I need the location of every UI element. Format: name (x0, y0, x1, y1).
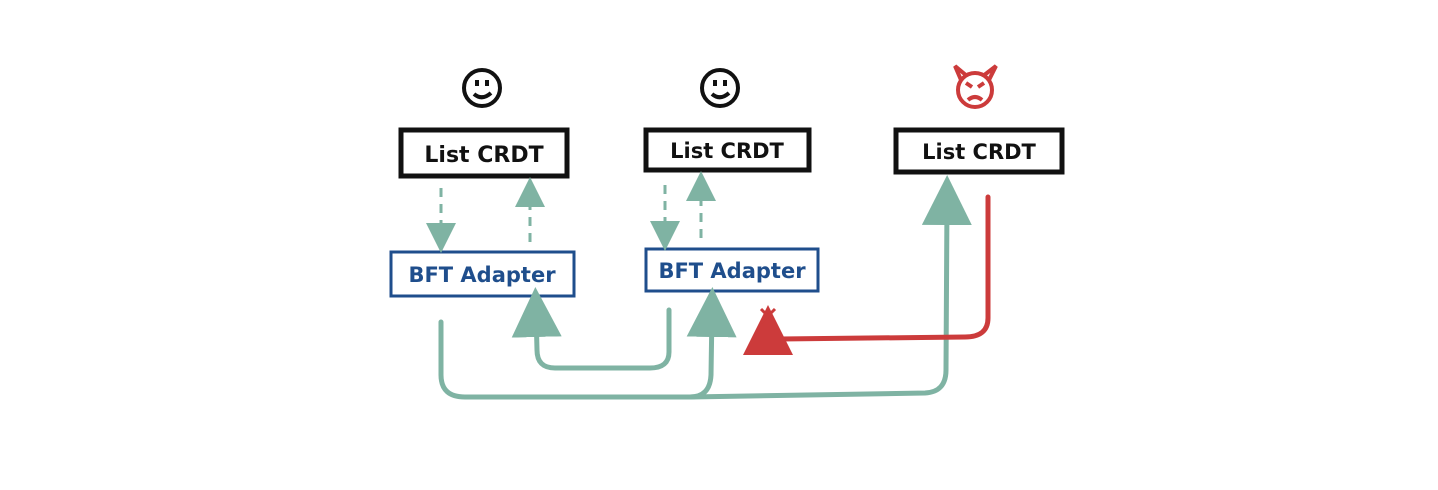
network-flow-arrow (511, 287, 672, 371)
network-flow-arrow (687, 175, 972, 400)
bft-adapter-box: BFT Adapter (389, 250, 576, 298)
bft-adapter-box: BFT Adapter (644, 247, 820, 293)
malicious-flow-arrow (743, 194, 991, 356)
smiley-face-icon (462, 68, 502, 108)
smiley-face-icon (700, 68, 740, 108)
rejected-x-icon (759, 307, 777, 325)
crdt-label: List CRDT (922, 140, 1036, 164)
list-crdt-box: List CRDT (893, 127, 1065, 175)
list-crdt-box: List CRDT (643, 127, 812, 173)
adapter-label: BFT Adapter (408, 263, 556, 287)
adapter-label: BFT Adapter (658, 259, 806, 283)
list-crdt-box: List CRDT (398, 127, 570, 179)
crdt-label: List CRDT (670, 139, 784, 163)
network-flow-arrow (438, 287, 737, 400)
crdt-label: List CRDT (424, 143, 543, 168)
devil-face-icon (953, 64, 998, 109)
